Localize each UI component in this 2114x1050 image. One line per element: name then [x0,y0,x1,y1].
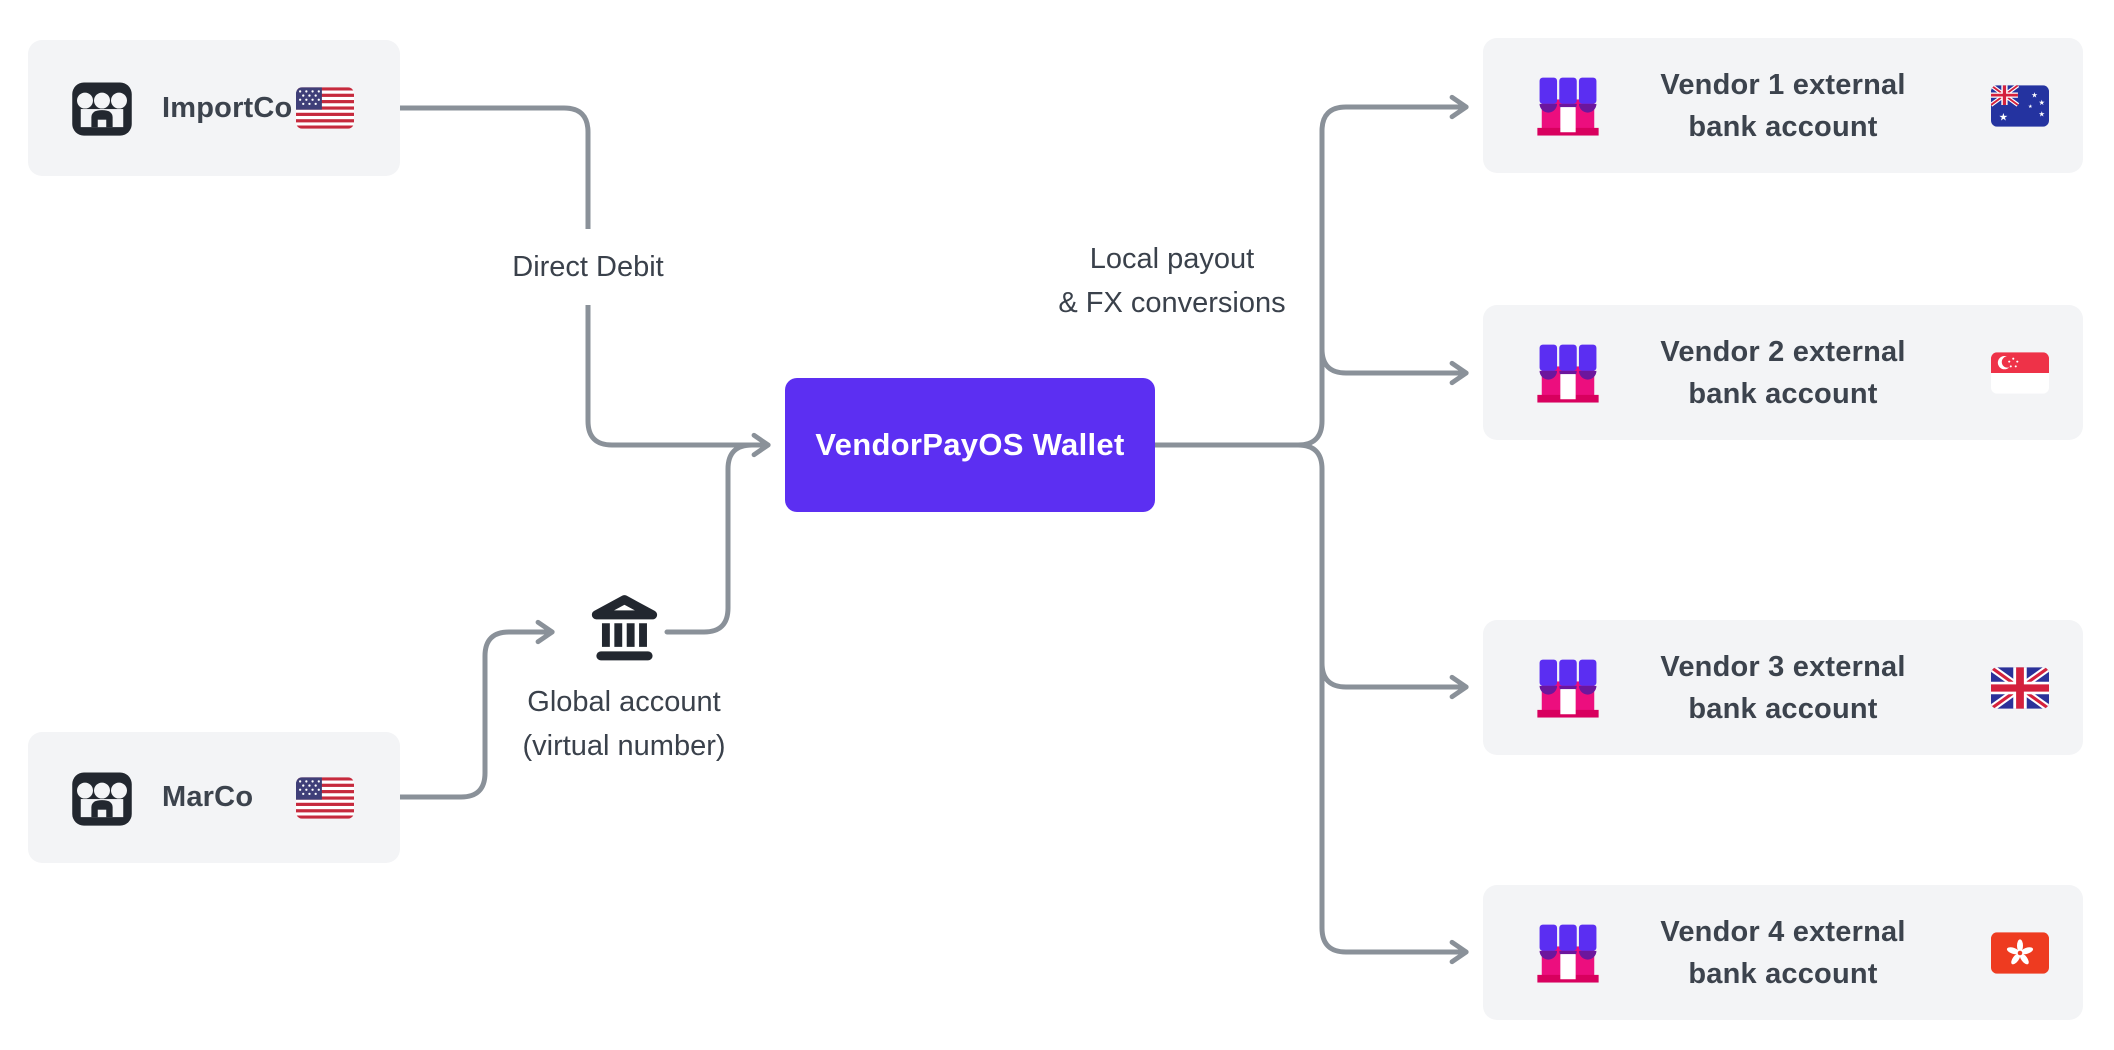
vendor-line2: bank account [1688,110,1878,143]
edge-marco-to-bank [397,619,555,800]
bank-icon [591,595,657,661]
node-vendor-2: Vendor 2 external bank account [1483,305,2083,440]
vendor-line1: Vendor 3 external [1660,650,1906,683]
global-account-label: Global account (virtual number) [522,680,725,768]
vendor-line2: bank account [1688,377,1878,410]
flag-singapore-icon [1991,351,2049,394]
vendor-line2: bank account [1688,957,1878,990]
vendor-line2: bank account [1688,692,1878,725]
node-vendor-4: Vendor 4 external bank account [1483,885,2083,1020]
svg-text:★: ★ [2031,90,2038,99]
vendor-label: Vendor 4 external bank account [1483,885,2083,1020]
vendor-line1: Vendor 4 external [1660,915,1906,948]
edge-trunk-to-vendor3 [1319,660,1469,700]
edge-wallet-to-vendor4 [1152,442,1469,965]
vendor-line1: Vendor 1 external [1660,68,1906,101]
local-payout-label: Local payout & FX conversions [1058,237,1285,325]
node-marco: MarCo [28,732,400,863]
vendor-storefront-icon [1537,659,1599,718]
svg-text:★: ★ [2039,109,2046,118]
node-vendor-1: Vendor 1 external bank account ★ ★ ★ ★ ★ [1483,38,2083,173]
payer-name: MarCo [162,781,254,813]
global-account-line1: Global account [527,686,721,718]
svg-text:★: ★ [1999,111,2008,123]
vendor-label: Vendor 3 external bank account [1483,620,2083,755]
vendor-line1: Vendor 2 external [1660,335,1906,368]
flag-uk-icon [1991,666,2049,709]
edge-trunk-to-vendor2 [1319,346,1469,386]
svg-text:★: ★ [2039,97,2046,106]
flag-australia-icon: ★ ★ ★ ★ ★ [1991,84,2049,127]
storefront-icon [72,772,132,826]
vendor-label: Vendor 2 external bank account [1483,305,2083,440]
edge-bank-to-wallet [664,442,755,635]
node-importco: ImportCo [28,40,400,176]
vendor-label: Vendor 1 external bank account [1483,38,2083,173]
vendor-storefront-icon [1537,344,1599,403]
global-account-line2: (virtual number) [522,730,726,762]
node-vendor-3: Vendor 3 external bank account [1483,620,2083,755]
local-payout-line2: & FX conversions [1058,287,1286,319]
vendor-storefront-icon [1537,924,1599,983]
svg-text:★: ★ [2028,104,2033,110]
flag-us-icon [296,87,354,129]
flag-us-icon [296,776,354,819]
direct-debit-label: Direct Debit [498,229,678,305]
wallet-node: VendorPayOS Wallet [785,378,1155,512]
storefront-icon [72,82,132,136]
local-payout-line1: Local payout [1089,243,1255,275]
flag-hongkong-icon [1991,931,2049,974]
global-account-node: Global account (virtual number) [522,594,726,768]
payer-name: ImportCo [162,91,293,124]
vendor-storefront-icon [1537,77,1599,136]
